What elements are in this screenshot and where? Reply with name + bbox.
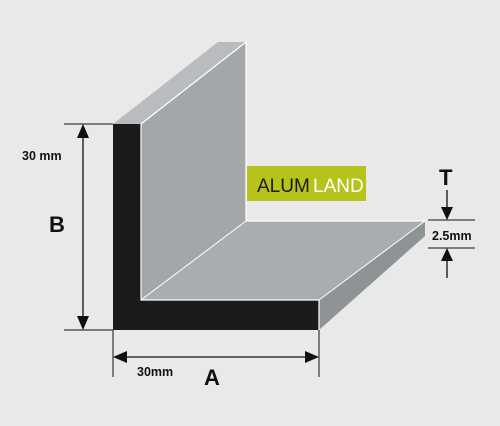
thickness-value-label: 2.5mm — [432, 229, 472, 243]
width-arrow-left — [113, 351, 127, 363]
logo-word-land: LAND — [313, 176, 364, 197]
height-letter-label: B — [49, 212, 65, 237]
horizontal-leg-top-face — [141, 221, 425, 300]
vertical-leg-top-face — [113, 42, 246, 124]
thickness-arrow-bottom — [441, 248, 453, 261]
profile-cross-section — [113, 124, 319, 330]
horizontal-leg-end-face — [319, 221, 425, 330]
width-arrow-right — [305, 351, 319, 363]
profile-inner-corner-edge — [140, 220, 247, 301]
logo-word-alum: ALUM — [257, 176, 310, 197]
width-value-label: 30mm — [137, 365, 173, 379]
profile-edge-highlights — [140, 40, 425, 222]
height-arrow-top — [77, 124, 89, 138]
thickness-arrow-top — [441, 207, 453, 220]
height-value-label: 30 mm — [22, 149, 62, 163]
profile-top-edge — [140, 124, 320, 330]
width-letter-label: A — [204, 365, 220, 390]
thickness-letter-label: T — [439, 165, 453, 190]
alumland-logo-badge — [247, 166, 366, 201]
height-arrow-bottom — [77, 316, 89, 330]
profile-end-edge — [318, 220, 426, 301]
vertical-leg-inner-face — [141, 42, 246, 300]
